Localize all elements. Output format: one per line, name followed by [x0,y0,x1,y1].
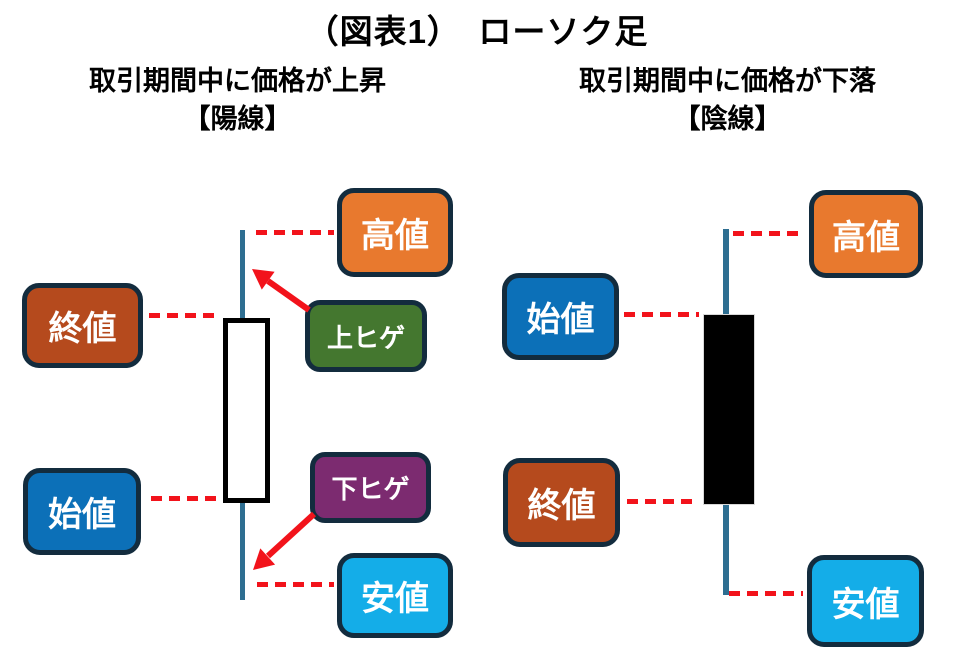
bullish-open-label: 始値 [23,468,141,555]
bearish-close-label: 終値 [503,458,620,547]
bearish-header-line2: 【陰線】 [673,104,782,134]
bearish-low-connector [729,591,803,596]
bullish-high-label: 高値 [337,188,453,277]
page-title: （図表1） ローソク足 [305,13,649,50]
bullish-low-label: 安値 [337,553,453,638]
bearish-open-connector [624,312,699,317]
bullish-header-line1: 取引期間中に価格が上昇 [89,66,386,96]
bullish-panel-header: 取引期間中に価格が上昇 【陽線】 [20,62,455,138]
bullish-close-label: 終値 [22,283,143,368]
bearish-header-line1: 取引期間中に価格が下落 [579,66,876,96]
bearish-high-label: 高値 [809,190,923,278]
bullish-close-connector [149,313,219,318]
lower-shadow-arrowhead [253,548,276,570]
bearish-candle-body [703,314,755,505]
bearish-close-connector [627,499,699,504]
bullish-upper-shadow-label: 上ヒゲ [305,300,427,372]
upper-shadow-arrow [266,278,311,313]
bullish-high-connector [256,230,334,235]
bearish-high-connector [733,231,805,236]
bearish-panel-header: 取引期間中に価格が下落 【陰線】 [510,62,945,138]
bullish-open-connector [151,496,219,501]
bullish-candle-body [223,318,270,503]
lower-shadow-arrow [265,511,317,559]
bullish-header-line2: 【陽線】 [183,104,292,134]
bullish-lower-shadow-label: 下ヒゲ [310,452,431,523]
upper-shadow-arrowhead [252,269,275,290]
bearish-open-label: 始値 [502,273,619,360]
bullish-low-connector [257,582,334,587]
bearish-low-label: 安値 [807,555,924,647]
